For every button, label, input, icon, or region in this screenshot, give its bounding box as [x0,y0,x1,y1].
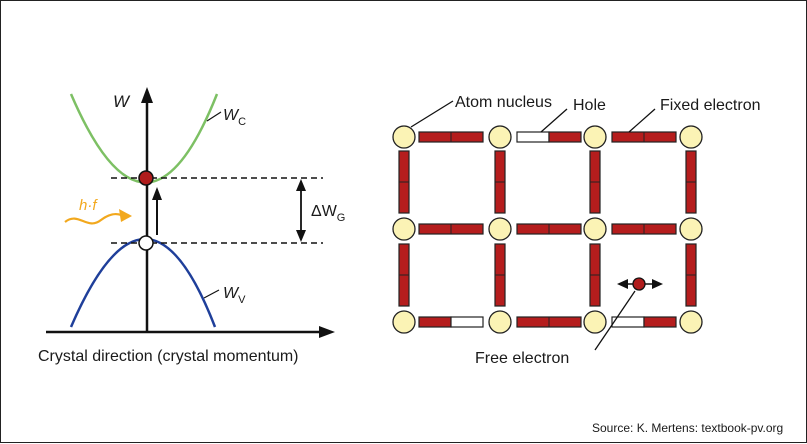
vertical-bonds [398,150,697,307]
bond [548,131,582,143]
atom-nucleus [583,125,607,149]
band-gap-label: ΔWG [311,203,345,224]
atom-nucleus [392,217,416,241]
atom-nucleus [488,217,512,241]
fixed-electron-leader [628,108,656,133]
atom-nucleus [679,310,703,334]
atom-nucleus [583,217,607,241]
hole-leader [540,108,568,133]
valence-band-label: WV [223,285,246,306]
band-gap-arrowhead-top [296,179,306,191]
nucleus-leader [410,100,454,128]
hole-bond [450,316,484,328]
crystal-lattice: Atom nucleus Hole Fixed electron Free el… [392,94,761,367]
electron-dot [138,170,154,186]
valence-band-curve [69,237,217,328]
free-electron-arrow-right [652,279,663,289]
y-axis-arrowhead [141,87,153,103]
photon-label: h·f [79,197,98,214]
atom-nuclei [392,125,703,334]
band-diagram: W WC WV ΔWG h·f [38,87,345,365]
atom-nucleus [488,310,512,334]
conduction-label-leader [206,111,222,122]
conduction-band-curve [69,93,219,184]
atom-nucleus [392,310,416,334]
nucleus-label: Atom nucleus [455,94,552,111]
excitation-arrowhead [152,187,162,200]
band-gap-arrowhead-bottom [296,230,306,242]
atom-nucleus [488,125,512,149]
atom-nucleus [679,125,703,149]
horizontal-bonds [418,131,677,328]
free-electron-arrow-left [617,279,628,289]
x-axis-arrowhead [319,326,335,338]
atom-nucleus [392,125,416,149]
hole-bond [516,131,550,143]
atom-nucleus [679,217,703,241]
free-electron-label: Free electron [475,350,569,367]
x-axis-label: Crystal direction (crystal momentum) [38,348,299,365]
bond [643,316,677,328]
free-electron [632,277,646,291]
hole-dot [138,235,154,251]
photon-arrowhead [119,209,132,222]
atom-nucleus [583,310,607,334]
valence-label-leader [203,289,220,299]
hole-label: Hole [573,97,606,114]
free-electron-leader [594,290,636,351]
y-axis-label: W [113,92,131,111]
photon-wave [64,212,122,225]
conduction-band-label: WC [223,107,246,128]
source-credit: Source: K. Mertens: textbook-pv.org [592,421,783,435]
bond [418,316,452,328]
fixed-electron-label: Fixed electron [660,97,761,114]
